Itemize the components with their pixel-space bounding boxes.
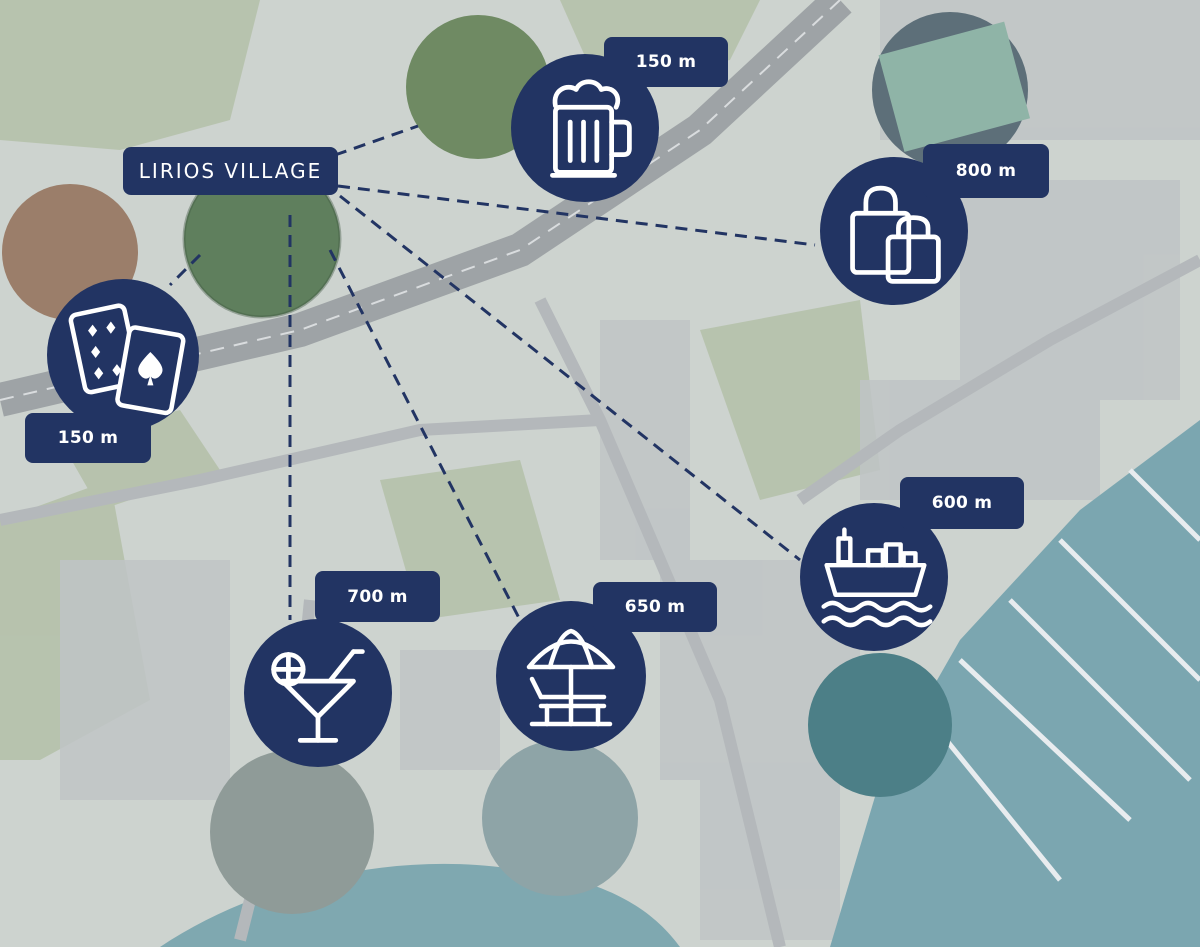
poi-pub-marker[interactable] (511, 54, 659, 202)
beach-umbrella-icon (526, 628, 616, 727)
sea (830, 420, 1200, 947)
poi-casino-marker[interactable] (47, 279, 199, 431)
poi-port-distance-badge: 600 m (900, 477, 1024, 529)
cargo-ship-icon (821, 527, 933, 628)
poi-casino-distance-badge: 150 m (25, 413, 151, 463)
poi-pub-distance-badge: 150 m (604, 37, 728, 87)
shopping-bags-icon (850, 185, 941, 284)
place-label-lirios-village: LIRIOS VILLAGE (123, 147, 338, 195)
poi-shopping-distance-badge: 800 m (923, 144, 1049, 198)
marina-piers (928, 468, 1200, 882)
connector-lines (168, 124, 816, 621)
poi-beach-distance-badge: 650 m (593, 582, 717, 632)
poi-beach-bar-marker[interactable] (244, 619, 392, 767)
playing-cards-icon (68, 303, 186, 416)
beer-mug-icon (550, 79, 632, 178)
cocktail-glass-icon (271, 649, 365, 743)
poi-beach-bar-distance-badge: 700 m (315, 571, 440, 622)
